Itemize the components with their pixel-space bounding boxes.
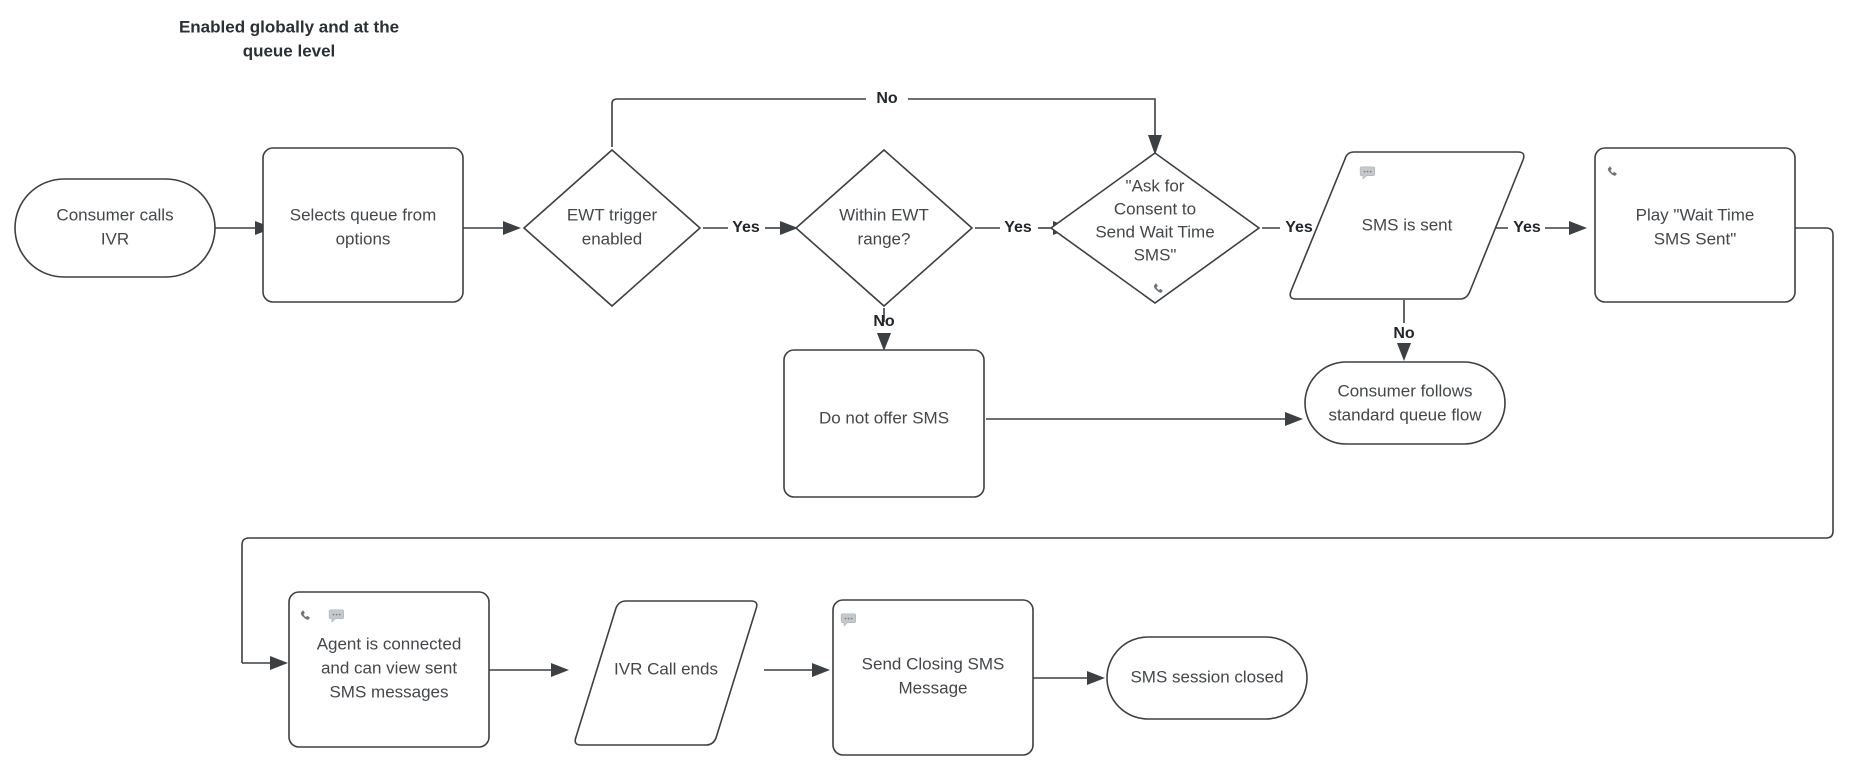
node-within-ewt-range[interactable]: Within EWT range? [794, 148, 974, 308]
node-label-line: Consent to [1114, 199, 1196, 218]
node-selects-queue[interactable]: Selects queue from options [262, 147, 464, 303]
edge-label-yes-ewt: Yes [732, 219, 760, 236]
node-label-line: Send Closing SMS [862, 654, 1005, 673]
node-send-closing-sms[interactable]: Send Closing SMS Message [832, 599, 1034, 756]
node-label-line: Within EWT [839, 205, 929, 224]
node-label-line: options [336, 229, 391, 248]
chat-icon [1359, 166, 1376, 180]
title-note-line1: Enabled globally and at the [179, 17, 399, 36]
node-label-line: range? [858, 229, 911, 248]
node-label-line: Do not offer SMS [819, 408, 949, 427]
edge-sms-to-standard-no [1397, 300, 1411, 361]
edge-ewt-to-range-yes [703, 221, 798, 235]
node-label-line: Consumer follows [1337, 381, 1472, 400]
node-consumer-standard-flow[interactable]: Consumer follows standard queue flow [1304, 361, 1506, 445]
node-sms-is-sent[interactable]: SMS is sent [1289, 151, 1525, 300]
node-label-line: standard queue flow [1328, 405, 1482, 424]
phone-icon [300, 610, 310, 620]
node-label-line: Agent is connected [317, 634, 462, 653]
node-label-line: enabled [582, 229, 643, 248]
edge-ivrend-to-closing [764, 663, 830, 677]
node-consumer-calls-ivr[interactable]: Consumer calls IVR [14, 178, 216, 278]
chat-icon [840, 613, 857, 627]
node-label-line: Message [899, 678, 968, 697]
node-label-line: Consumer calls [56, 205, 173, 224]
edge-donotoffer-to-standard [986, 412, 1303, 426]
title-note-line2: queue level [243, 41, 336, 60]
node-label-line: Send Wait Time [1095, 222, 1214, 241]
node-label-line: EWT trigger [567, 205, 658, 224]
node-label-line: "Ask for [1126, 176, 1185, 195]
node-label-line: Play "Wait Time [1636, 205, 1755, 224]
phone-icon [1607, 166, 1617, 176]
edge-range-to-donotoffer-no [877, 308, 891, 351]
node-label-line: SMS session closed [1130, 667, 1283, 686]
node-ivr-call-ends[interactable]: IVR Call ends [574, 600, 758, 746]
node-label-line: SMS is sent [1362, 215, 1453, 234]
edge-label-yes-consent: Yes [1285, 219, 1313, 236]
edge-ewt-no-loop [611, 98, 1162, 155]
edge-closing-to-sessionclosed [1033, 671, 1105, 685]
node-label-line: Selects queue from [290, 205, 436, 224]
node-do-not-offer-sms[interactable]: Do not offer SMS [783, 349, 985, 498]
edge-label-no-ewt: No [876, 90, 898, 107]
node-sms-session-closed[interactable]: SMS session closed [1106, 636, 1308, 720]
phone-icon [1153, 283, 1163, 293]
edge-label-yes-range: Yes [1004, 219, 1032, 236]
node-label-line: SMS Sent" [1654, 229, 1737, 248]
node-label-line: IVR Call ends [614, 659, 718, 678]
edge-agent-to-ivrend [489, 663, 569, 677]
node-agent-connected[interactable]: Agent is connected and can view sent SMS… [288, 591, 490, 748]
edge-label-yes-sms: Yes [1513, 219, 1541, 236]
edge-label-no-range: No [873, 313, 895, 330]
edge-play-to-agent [241, 227, 1834, 670]
node-label-line: IVR [101, 229, 129, 248]
node-ewt-trigger[interactable]: EWT trigger enabled [522, 148, 702, 308]
node-label-line: SMS messages [329, 682, 448, 701]
node-label-line: and can view sent [321, 658, 457, 677]
node-ask-for-consent[interactable]: "Ask for Consent to Send Wait Time SMS" [1049, 152, 1261, 304]
chat-icon [328, 609, 345, 623]
edge-queue-to-ewt [463, 221, 521, 235]
node-play-wait-time[interactable]: Play "Wait Time SMS Sent" [1594, 147, 1796, 303]
edge-label-no-sms: No [1393, 325, 1415, 342]
node-label-line: SMS" [1134, 245, 1177, 264]
